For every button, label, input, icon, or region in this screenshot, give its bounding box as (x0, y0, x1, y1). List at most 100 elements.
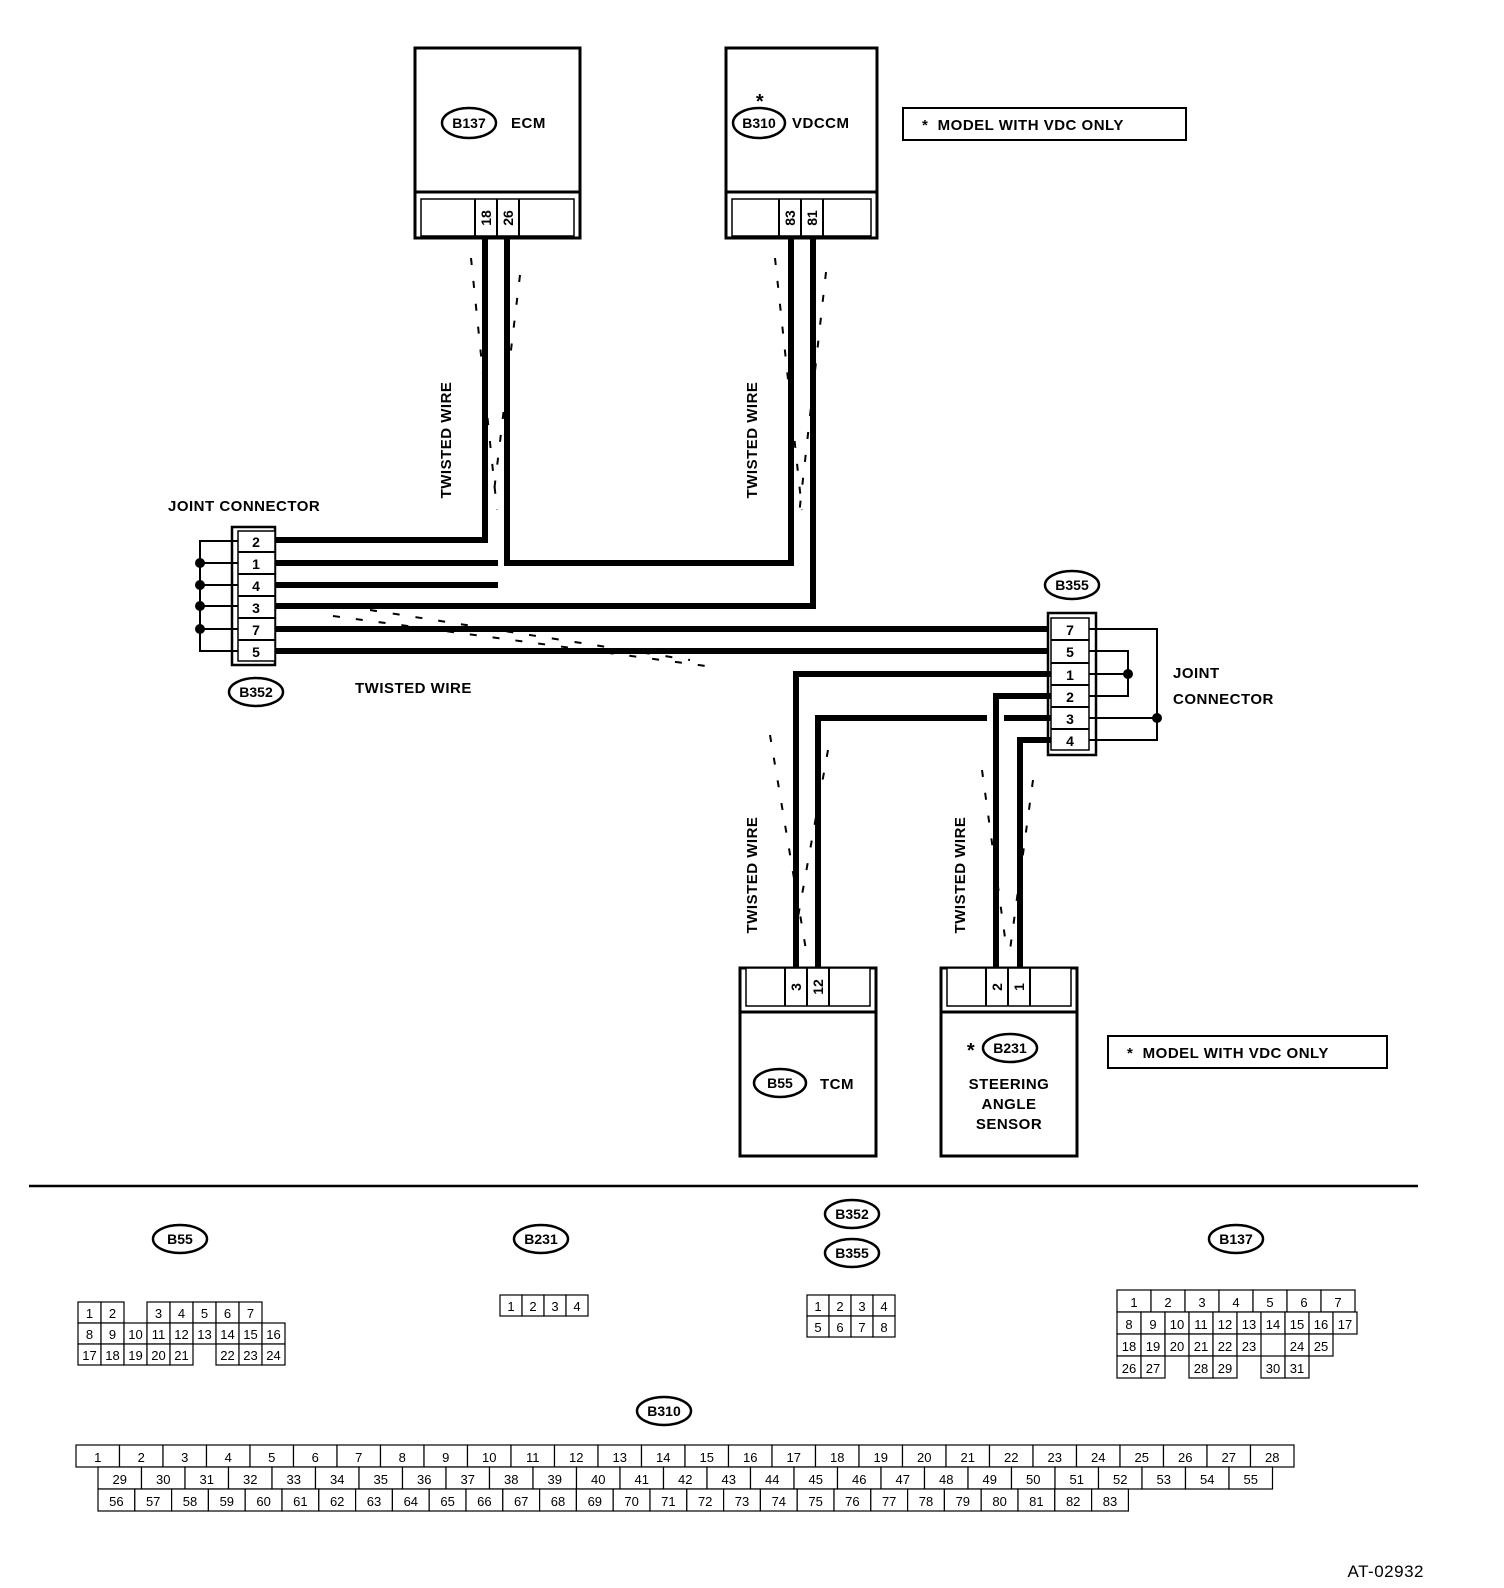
b310-view-pin-61: 61 (293, 1494, 307, 1509)
b137-view-pin-14: 14 (1266, 1317, 1280, 1332)
b310-view-pin-14: 14 (656, 1450, 670, 1465)
b55-view-pin-16: 16 (266, 1327, 280, 1342)
b352-view-oval (823, 1198, 881, 1230)
joint-connector-b355: B355 7 5 1 2 3 4 JOINT CONNECTOR (1043, 569, 1273, 757)
b310-view-pin-18: 18 (830, 1450, 844, 1465)
b310-view-pin-12: 12 (569, 1450, 583, 1465)
b352-b355-view-pin-1: 1 (814, 1299, 821, 1314)
b310-view-pin-42: 42 (678, 1472, 692, 1487)
b310-view-pin-17: 17 (787, 1450, 801, 1465)
b310-view-pin-39: 39 (548, 1472, 562, 1487)
b310-view-pin-69: 69 (588, 1494, 602, 1509)
vdccm-code: B310 (742, 115, 776, 131)
b55-view-pin-18: 18 (105, 1348, 119, 1363)
b137-view-pin-10: 10 (1170, 1317, 1184, 1332)
b310-view-pin-20: 20 (917, 1450, 931, 1465)
b310-view-pin-7: 7 (355, 1450, 362, 1465)
b137-view-cell (1212, 1355, 1238, 1379)
vdc-only-note-top-text: * MODEL WITH VDC ONLY (922, 117, 1124, 134)
twisted-wire-label-sas: TWISTED WIRE (952, 817, 969, 934)
tcm-code-oval (752, 1067, 808, 1099)
b310-view-pin-53: 53 (1157, 1472, 1171, 1487)
b55-view-pin-7: 7 (247, 1306, 254, 1321)
b355-pin-4: 4 (1066, 733, 1074, 749)
b137-view-pin-8: 8 (1125, 1317, 1132, 1332)
b352-b355-view-pin-5: 5 (814, 1320, 821, 1335)
b137-view-cell (1284, 1355, 1310, 1379)
b310-view-pin-26: 26 (1178, 1450, 1192, 1465)
b137-view-cell (1308, 1333, 1334, 1357)
b310-view-pin-11: 11 (526, 1450, 540, 1465)
vdccm-name: VDCCM (792, 115, 850, 132)
b352-title: JOINT CONNECTOR (168, 498, 320, 515)
vdc-only-note-top: * MODEL WITH VDC ONLY (902, 107, 1187, 141)
sas-pin-1: 1 (1011, 983, 1027, 991)
ecm-name: ECM (511, 115, 546, 132)
b310-view-pin-52: 52 (1113, 1472, 1127, 1487)
b310-view-pin-49: 49 (983, 1472, 997, 1487)
b137-view-pin-30: 30 (1266, 1361, 1280, 1376)
b55-view-pin-11: 11 (152, 1327, 166, 1342)
tcm-pin-3: 3 (788, 983, 804, 991)
b310-view-pin-27: 27 (1222, 1450, 1236, 1465)
sas-pin-2: 2 (989, 983, 1005, 991)
b310-view-pin-51: 51 (1070, 1472, 1084, 1487)
b55-view-pin-1: 1 (86, 1306, 93, 1321)
b55-view-pin-4: 4 (178, 1306, 185, 1321)
b352-b355-view-pin-4: 4 (880, 1299, 887, 1314)
b137-view-pin-20: 20 (1170, 1339, 1184, 1354)
b310-view-pin-48: 48 (939, 1472, 953, 1487)
b310-view-pin-30: 30 (156, 1472, 170, 1487)
b310-view-pin-75: 75 (808, 1494, 822, 1509)
twisted-wire-label-vdccm: TWISTED WIRE (744, 382, 761, 499)
b231-view-oval (512, 1223, 570, 1255)
b137-view-pin-4: 4 (1232, 1295, 1239, 1310)
vdccm-code-oval (731, 106, 787, 140)
ecm-module: B137 ECM 18 26 (413, 46, 582, 240)
b310-view-pin-2: 2 (138, 1450, 145, 1465)
b137-view-pin-26: 26 (1122, 1361, 1136, 1376)
b352-b355-view-cell (872, 1315, 896, 1338)
b137-view-pin-23: 23 (1242, 1339, 1256, 1354)
b355-pin-5: 5 (1066, 644, 1074, 660)
twisted-wire-label-tcm: TWISTED WIRE (744, 817, 761, 934)
b310-view-pin-43: 43 (722, 1472, 736, 1487)
b55-view-pin-13: 13 (197, 1327, 211, 1342)
b310-view-pin-35: 35 (374, 1472, 388, 1487)
b55-view-pin-24: 24 (266, 1348, 280, 1363)
b355-pin-1: 1 (1066, 667, 1074, 683)
b310-view-pin-29: 29 (113, 1472, 127, 1487)
b310-view-pin-66: 66 (477, 1494, 491, 1509)
sas-name-line3: SENSOR (976, 1116, 1042, 1133)
b137-view-pin-24: 24 (1290, 1339, 1304, 1354)
steering-angle-sensor-module: 2 1 * B231 STEERING ANGLE SENSOR (939, 966, 1079, 1158)
b55-view-pin-5: 5 (201, 1306, 208, 1321)
b55-view-pin-17: 17 (82, 1348, 96, 1363)
b137-view-pin-18: 18 (1122, 1339, 1136, 1354)
sas-name-line2: ANGLE (982, 1096, 1037, 1113)
b310-view-pin-40: 40 (591, 1472, 605, 1487)
tcm-pin-12: 12 (810, 979, 826, 995)
b137-view-pin-12: 12 (1218, 1317, 1232, 1332)
b310-view-pin-4: 4 (225, 1450, 232, 1465)
b355-pin-3: 3 (1066, 711, 1074, 727)
vdc-only-note-bottom-text: * MODEL WITH VDC ONLY (1127, 1045, 1329, 1062)
b310-view-pin-6: 6 (312, 1450, 319, 1465)
b310-view-pin-38: 38 (504, 1472, 518, 1487)
b310-view-pin-22: 22 (1004, 1450, 1018, 1465)
b137-view-pin-19: 19 (1146, 1339, 1160, 1354)
b137-view-pin-16: 16 (1314, 1317, 1328, 1332)
b55-view-pin-21: 21 (174, 1348, 188, 1363)
vdccm-module: * B310 VDCCM 83 81 (724, 46, 879, 240)
ecm-code-oval (440, 106, 498, 140)
b231-view-cell (565, 1294, 589, 1317)
b310-view-pin-13: 13 (613, 1450, 627, 1465)
b310-view-pin-31: 31 (200, 1472, 214, 1487)
b137-view-pin-21: 21 (1194, 1339, 1208, 1354)
b355-title-line1: JOINT (1173, 665, 1220, 682)
b55-view-cell (169, 1343, 194, 1366)
b310-view-pin-25: 25 (1135, 1450, 1149, 1465)
b310-view-pin-82: 82 (1066, 1494, 1080, 1509)
vdccm-pin-83: 83 (782, 210, 798, 226)
